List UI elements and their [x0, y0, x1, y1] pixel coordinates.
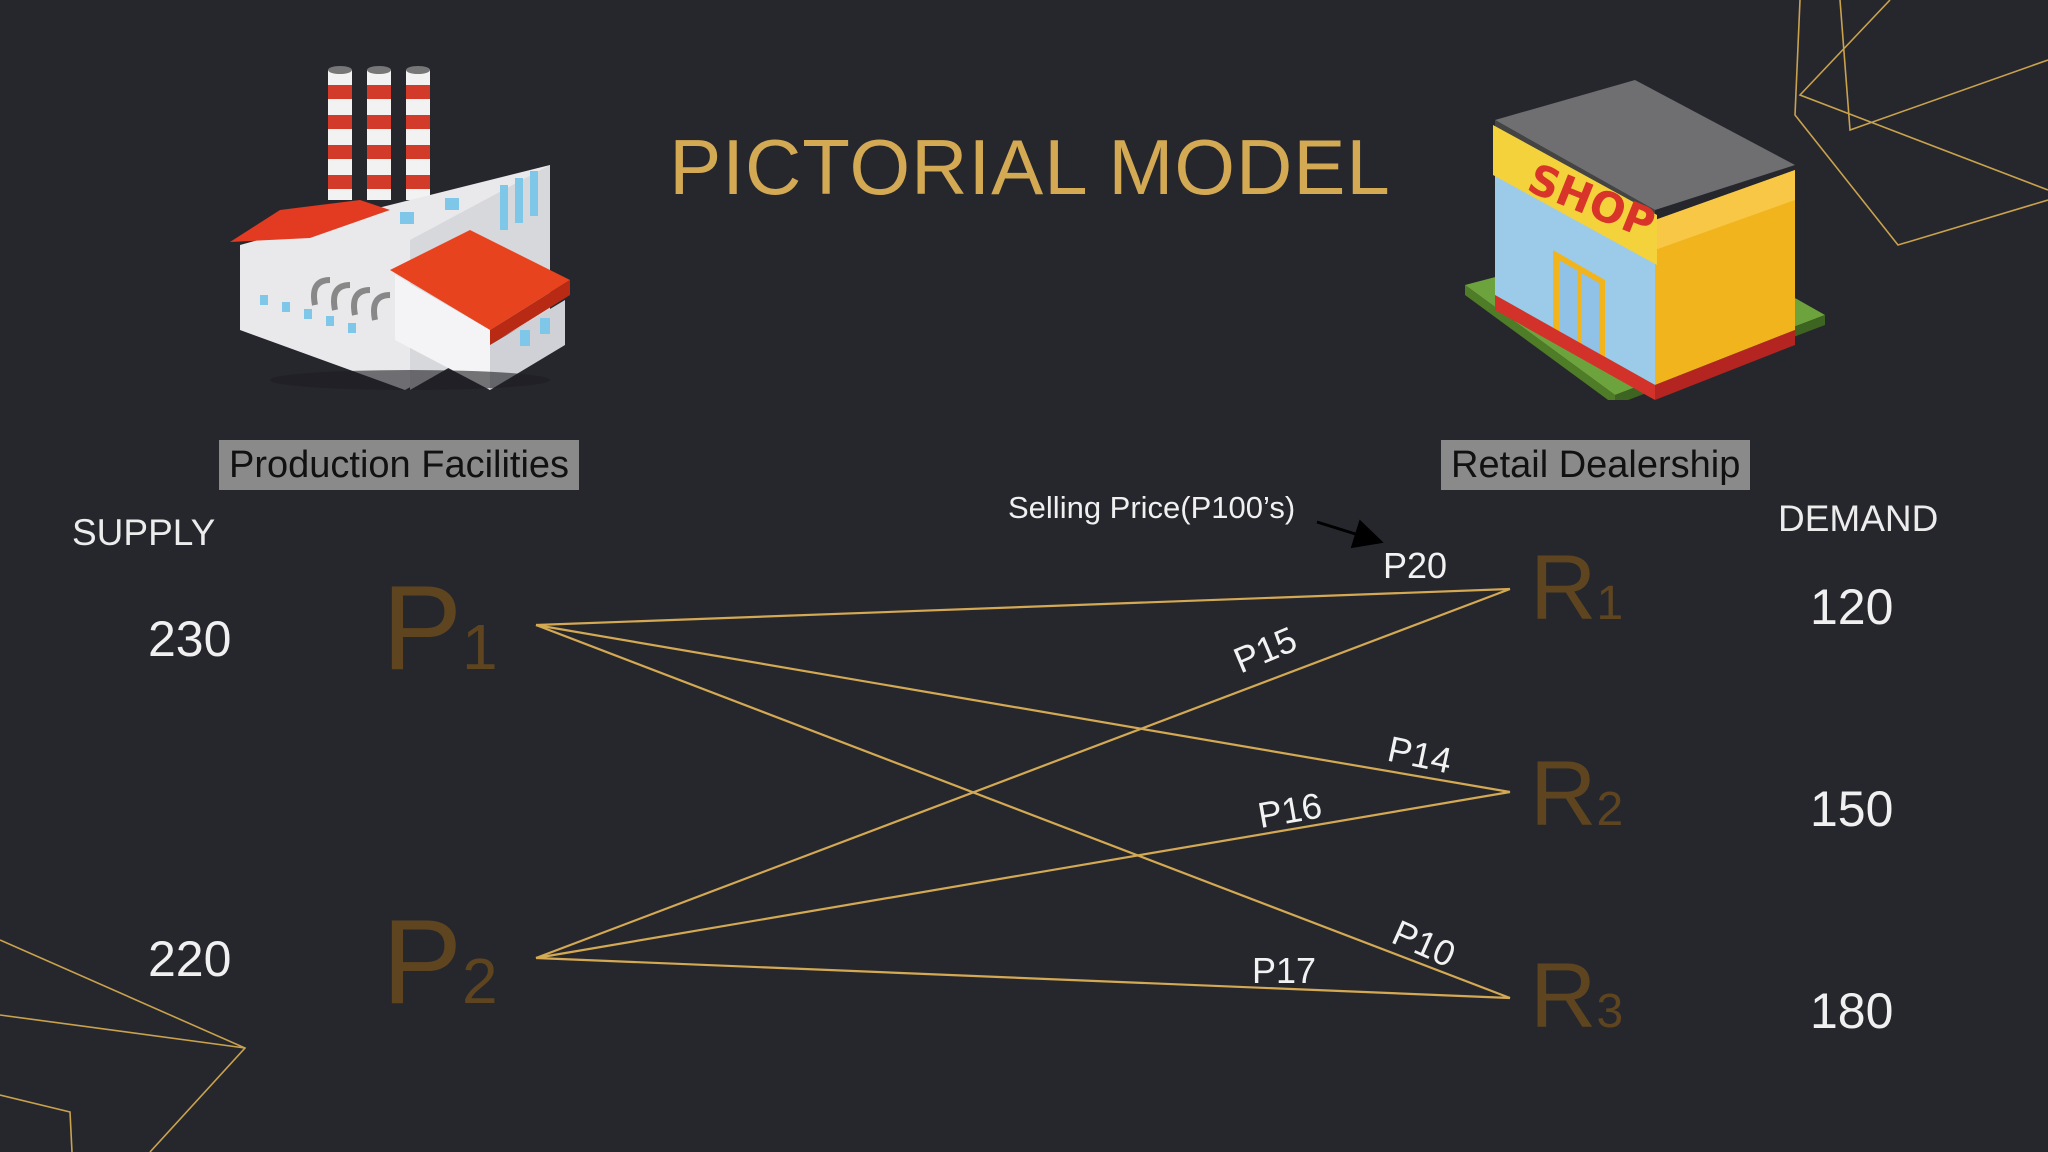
- route-line-p1-r3: [535, 623, 1511, 1000]
- destinations-label: Retail Dealership: [1441, 440, 1751, 490]
- demand-label: DEMAND: [1778, 498, 1939, 539]
- corner-line: [1794, 0, 2048, 246]
- note-arrow: [1316, 519, 1384, 549]
- route-price-p1-r1: P20: [1383, 545, 1448, 586]
- node-index: 1: [1596, 577, 1624, 630]
- sources-label: Production Facilities: [219, 440, 580, 490]
- page-title: PICTORIAL MODEL: [669, 123, 1391, 211]
- demand-value-r3: 180: [1810, 983, 1894, 1039]
- node-index: 3: [1596, 985, 1624, 1038]
- source-node-p2: P2: [382, 902, 498, 1022]
- shop-icon: SHOP: [1465, 80, 1825, 400]
- node-letter: R: [1530, 537, 1597, 639]
- demand-value-r2: 150: [1810, 781, 1894, 837]
- corner-line: [0, 1094, 73, 1152]
- source-node-p1: P1: [382, 568, 498, 688]
- node-letter: P: [382, 561, 463, 695]
- supply-value-p1: 230: [148, 611, 232, 667]
- node-index: 1: [462, 611, 498, 683]
- route-line-p1-r2: [535, 623, 1511, 794]
- node-letter: R: [1530, 743, 1597, 845]
- factory-icon: [230, 66, 570, 390]
- node-index: 2: [1596, 783, 1624, 836]
- supply-label: SUPPLY: [72, 512, 216, 553]
- destination-node-r1: R1: [1530, 542, 1623, 634]
- destination-node-r3: R3: [1530, 950, 1623, 1042]
- chimney: [328, 66, 352, 200]
- corner-line: [0, 1014, 246, 1049]
- corner-line: [1798, 0, 2048, 191]
- supply-value-p2: 220: [148, 931, 232, 987]
- route-price-p2-r3: P17: [1252, 950, 1317, 991]
- price-note: Selling Price(P100’s): [1008, 490, 1296, 525]
- route-line-p2-r3: [535, 956, 1511, 1000]
- routes-layer: [535, 587, 1511, 1000]
- node-letter: R: [1530, 945, 1597, 1047]
- chimney: [367, 66, 391, 200]
- destination-node-r2: R2: [1530, 748, 1623, 840]
- chimney: [406, 66, 430, 200]
- demand-value-r1: 120: [1810, 579, 1894, 635]
- corner-line: [1839, 0, 2048, 132]
- route-line-p2-r1: [535, 587, 1511, 960]
- node-index: 2: [462, 945, 498, 1017]
- route-line-p2-r2: [535, 790, 1511, 960]
- route-line-p1-r1: [535, 587, 1511, 627]
- node-letter: P: [382, 895, 463, 1029]
